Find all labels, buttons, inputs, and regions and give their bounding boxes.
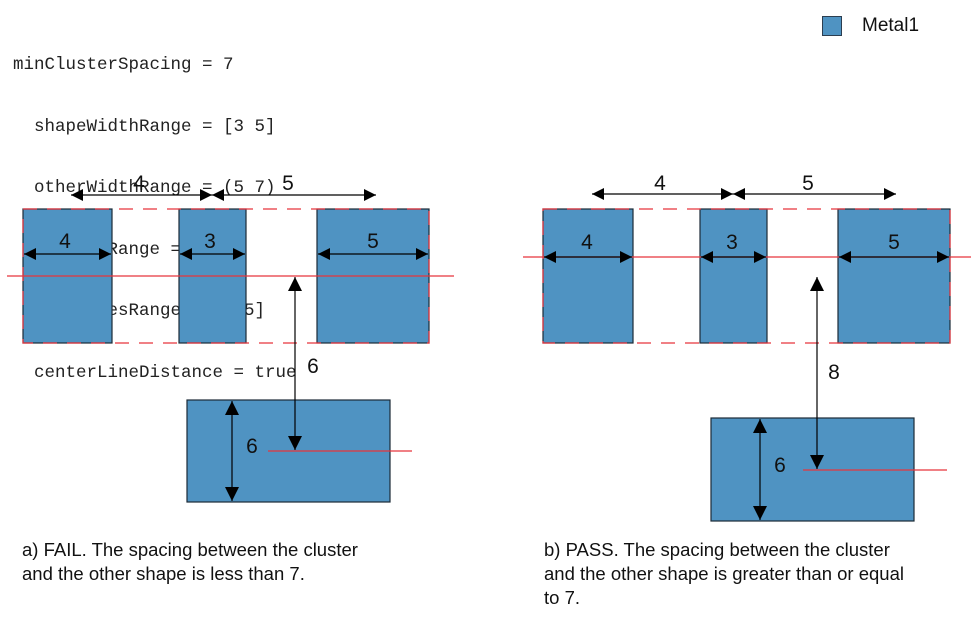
rule-line: centerLineDistance = true — [13, 362, 297, 383]
spacing-label-1: 4 — [654, 172, 666, 195]
width-label-2: 3 — [204, 230, 216, 253]
rule-line: minClusterSpacing = 7 — [13, 55, 234, 75]
cluster-distance-label: 6 — [307, 355, 319, 378]
spacing-label-2: 5 — [282, 172, 294, 195]
panel-b: 4 5 4 3 5 8 6 — [523, 172, 971, 522]
legend: Metal1 — [822, 15, 919, 37]
legend-swatch-metal1 — [822, 16, 842, 36]
spacing-label-2: 5 — [802, 172, 814, 195]
panel-a: 4 5 4 3 5 6 6 — [7, 172, 454, 503]
caption-line: b) PASS. The spacing between the cluster — [544, 539, 890, 560]
width-label-3: 5 — [888, 231, 900, 254]
rule-line: shapeWidthRange = [3 5] — [13, 116, 276, 137]
caption-b: b) PASS. The spacing between the cluster… — [544, 538, 904, 610]
caption-a: a) FAIL. The spacing between the cluster… — [22, 538, 358, 586]
width-label-3: 5 — [367, 230, 379, 253]
cluster-distance-label: 8 — [828, 361, 840, 384]
legend-label: Metal1 — [862, 15, 920, 36]
cluster-shape-2 — [699, 208, 768, 344]
caption-line: to 7. — [544, 587, 580, 608]
spacing-label-1: 4 — [133, 172, 145, 195]
cluster-shape-3 — [837, 208, 951, 344]
cluster-shape-1 — [542, 208, 634, 344]
width-label-2: 3 — [726, 231, 738, 254]
caption-line: and the other shape is less than 7. — [22, 563, 305, 584]
caption-line: a) FAIL. The spacing between the cluster — [22, 539, 358, 560]
width-label-1: 4 — [59, 230, 71, 253]
other-height-label: 6 — [774, 454, 786, 477]
caption-line: and the other shape is greater than or e… — [544, 563, 904, 584]
other-height-label: 6 — [246, 435, 258, 458]
width-label-1: 4 — [581, 231, 593, 254]
cluster-bounding-box — [542, 208, 951, 344]
